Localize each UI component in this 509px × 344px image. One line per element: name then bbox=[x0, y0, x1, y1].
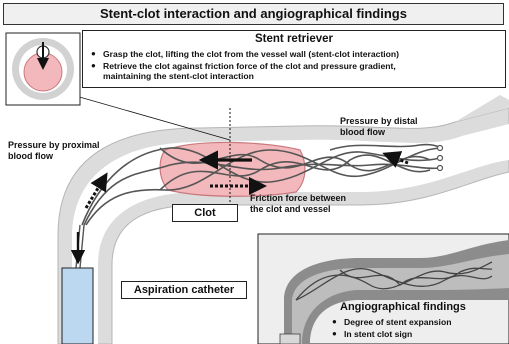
aspiration-catheter bbox=[62, 268, 93, 344]
aspiration-catheter-label: Aspiration catheter bbox=[121, 281, 247, 299]
angio-bullet-1: Degree of stent expansion bbox=[332, 317, 451, 327]
angio-catheter-tip bbox=[280, 334, 300, 344]
proximal-pressure-label: Pressure by proximal blood flow bbox=[8, 140, 100, 162]
angiographical-heading: Angiographical findings bbox=[340, 302, 466, 313]
stent-retriever-box: Stent retriever Grasp the clot, lifting … bbox=[82, 30, 506, 88]
stent-tips bbox=[438, 146, 443, 171]
distal-pressure-label: Pressure by distal blood flow bbox=[340, 116, 418, 138]
clot-label: Clot bbox=[172, 204, 238, 222]
stent-bullet-2: Retrieve the clot against friction force… bbox=[91, 61, 396, 81]
figure-title: Stent-clot interaction and angiographica… bbox=[3, 3, 504, 25]
stent-retriever-heading: Stent retriever bbox=[83, 33, 505, 45]
angio-bullet-2: In stent clot sign bbox=[332, 329, 412, 339]
friction-label: Friction force between the clot and vess… bbox=[250, 193, 346, 215]
stent-bullet-1: Grasp the clot, lifting the clot from th… bbox=[91, 49, 399, 59]
inset-leader-line bbox=[55, 90, 230, 140]
